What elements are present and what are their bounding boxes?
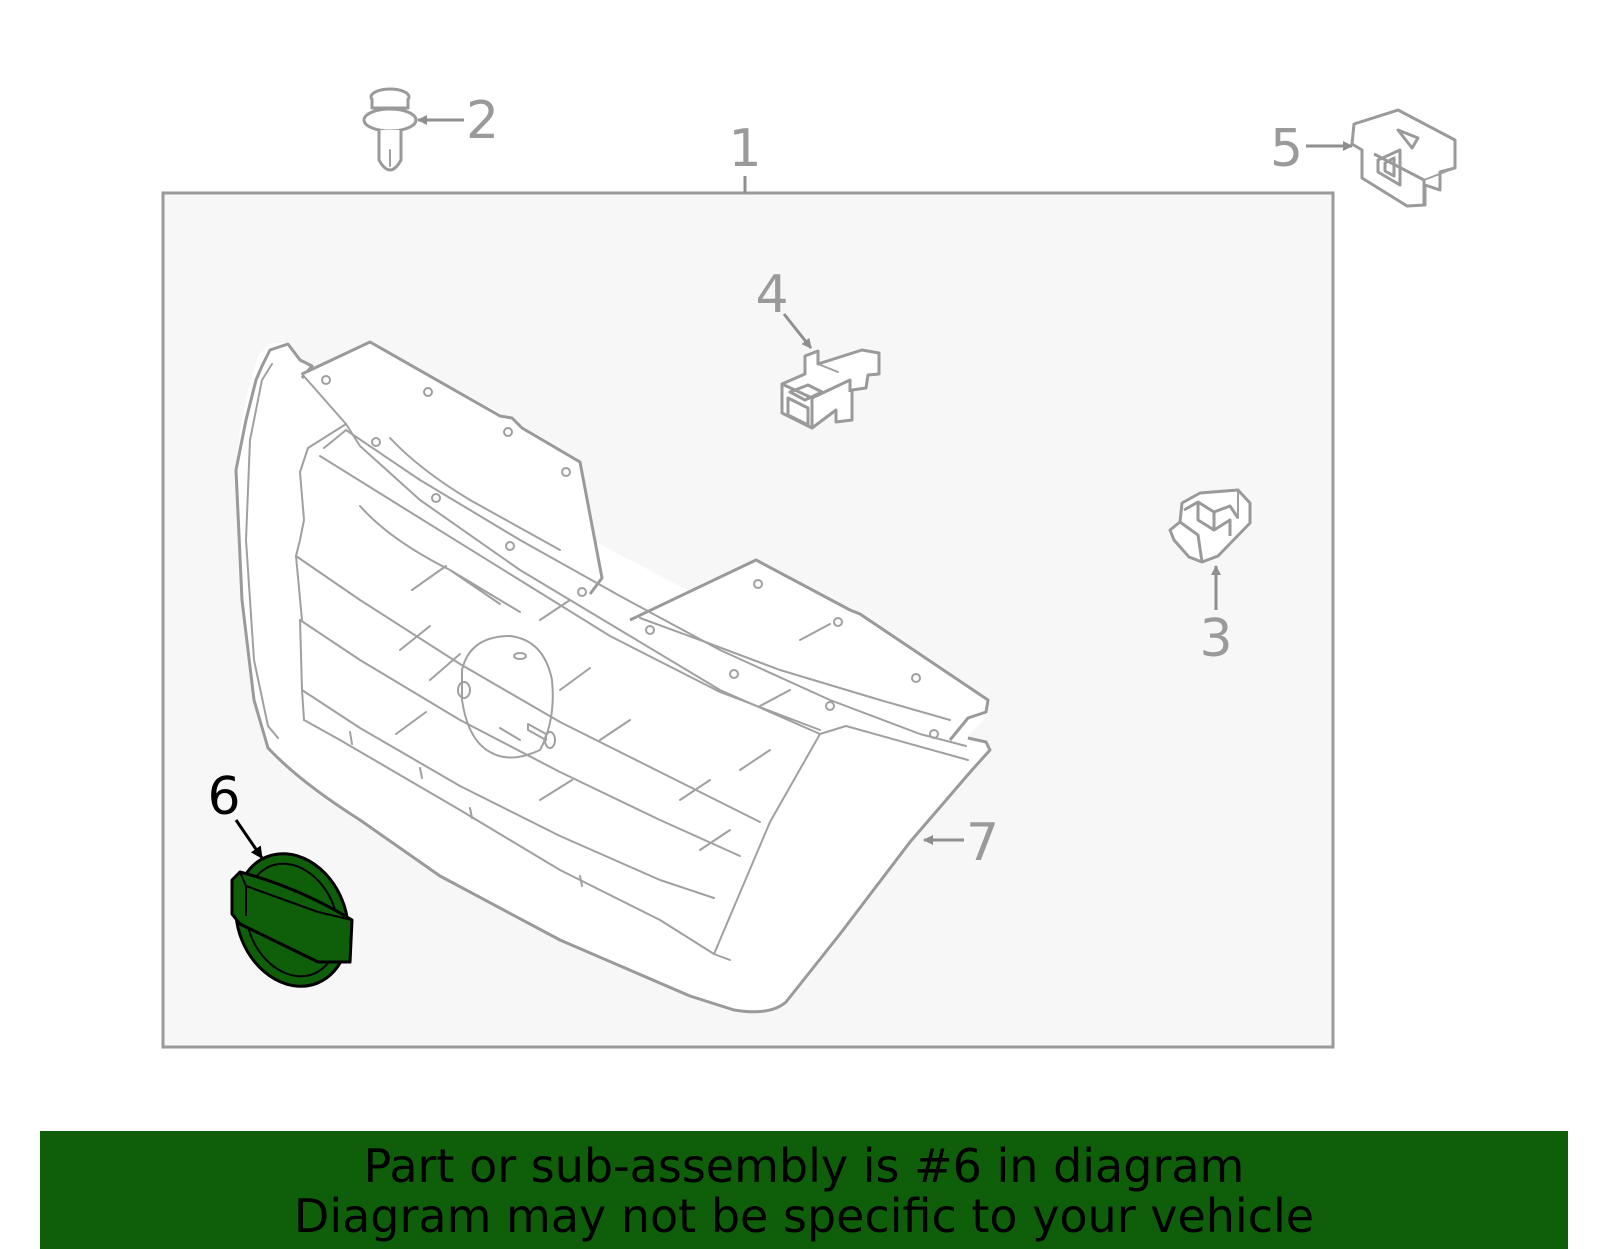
clip-part-3 <box>1168 488 1252 564</box>
callout-6-arrow <box>234 819 264 859</box>
clip-part-5 <box>1350 108 1457 208</box>
callout-3: 3 <box>1199 609 1232 669</box>
info-banner: Part or sub-assembly is #6 in diagram Di… <box>40 1131 1568 1249</box>
grille-assembly-part <box>234 340 992 1014</box>
banner-disclaimer: Diagram may not be specific to your vehi… <box>293 1189 1315 1243</box>
callout-5: 5 <box>1270 119 1303 179</box>
bracket-clip-part-4 <box>780 348 881 430</box>
callout-6: 6 <box>207 767 240 827</box>
callout-4-arrow <box>782 313 813 349</box>
emblem-part-6-highlighted <box>230 852 354 988</box>
callout-1: 1 <box>728 119 761 179</box>
callout-4: 4 <box>755 265 788 325</box>
push-clip-part <box>362 87 418 172</box>
callout-2: 2 <box>466 91 499 151</box>
banner-part-note: Part or sub-assembly is #6 in diagram <box>363 1139 1245 1193</box>
callout-7: 7 <box>966 813 999 873</box>
